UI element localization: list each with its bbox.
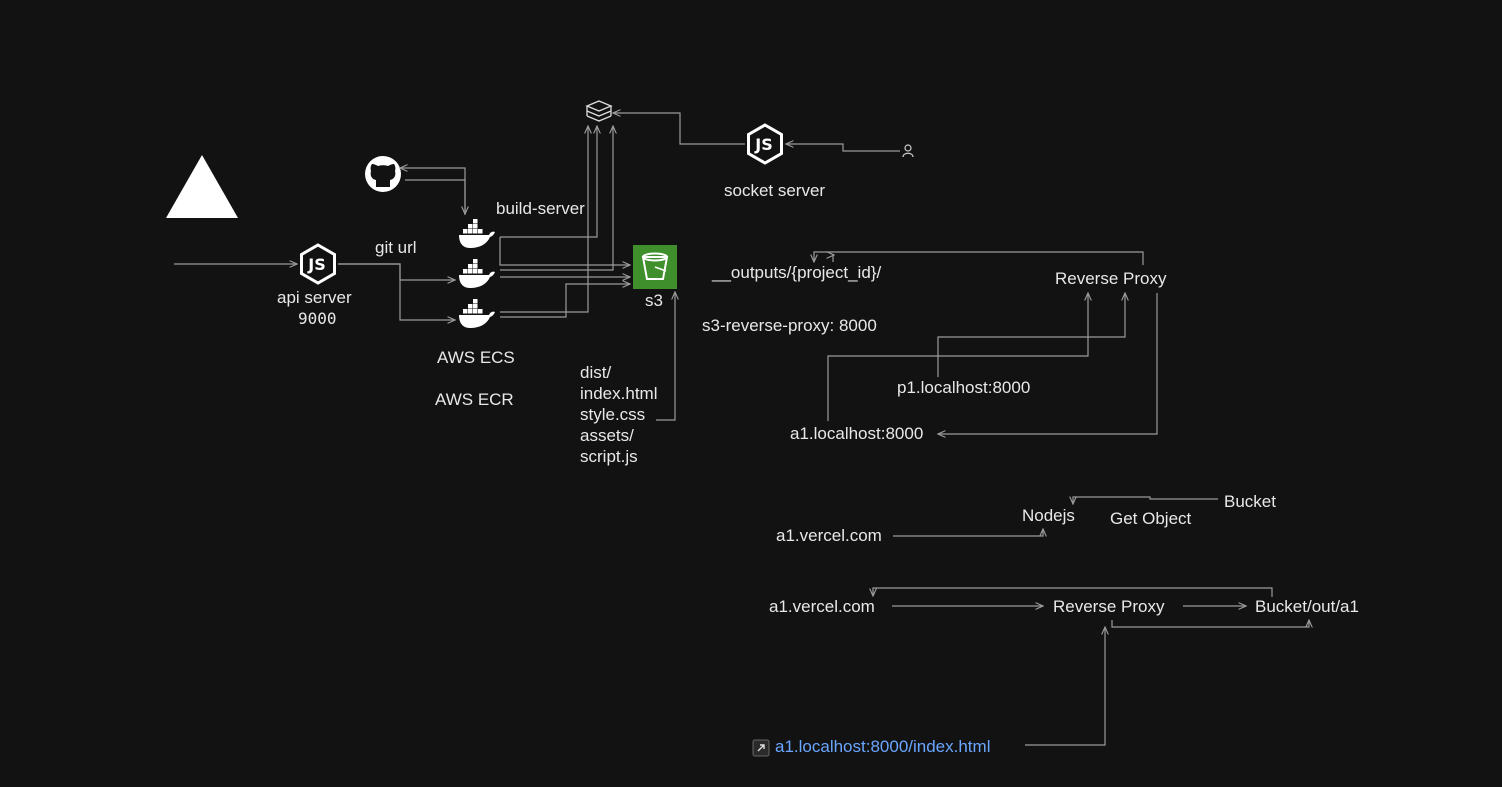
- edge-container1-s3: [499, 237, 630, 265]
- edge-container3-redis: [500, 126, 588, 313]
- aws-s3-icon: [633, 245, 677, 289]
- label-s3-reverse-proxy: s3-reverse-proxy: 8000: [702, 316, 877, 335]
- label-p1-localhost: p1.localhost:8000: [897, 378, 1030, 397]
- edge-api-container-1: [338, 263, 455, 280]
- file-item: script.js: [580, 447, 638, 466]
- vercel-triangle-icon: [166, 155, 238, 218]
- label-api-server: api server: [277, 288, 352, 307]
- edge-socket-redis: [613, 113, 745, 145]
- label-reverse-proxy-bottom: Reverse Proxy: [1053, 597, 1165, 616]
- edge-files-s3: [656, 292, 675, 421]
- label-a1-vercel-1: a1.vercel.com: [776, 526, 882, 545]
- edge-proxy-bucket-under: [1111, 620, 1309, 628]
- edge-link-proxy: [1025, 627, 1105, 746]
- edge-p1-proxy: [937, 293, 1125, 377]
- label-aws-ecr: AWS ECR: [435, 390, 514, 409]
- file-item: index.html: [580, 384, 657, 403]
- edge-outputs-top: [833, 255, 834, 262]
- redis-stack-icon: [585, 100, 613, 122]
- edge-a1-proxy: [827, 293, 1088, 421]
- edge-bucket-return: [873, 587, 1273, 597]
- label-nodejs: Nodejs: [1022, 506, 1075, 525]
- file-item: style.css: [580, 405, 645, 424]
- label-build-server: build-server: [496, 199, 585, 218]
- label-a1-localhost: a1.localhost:8000: [790, 424, 923, 443]
- docker-icon: [459, 259, 495, 288]
- edge-container3-s3: [500, 284, 630, 318]
- edge-api-container-2: [338, 263, 455, 320]
- edge-proxy-a1: [938, 293, 1158, 434]
- label-api-port: 9000: [298, 309, 337, 328]
- edge-container1-redis: [500, 126, 597, 238]
- file-item: dist/: [580, 363, 611, 382]
- label-socket-server: socket server: [724, 181, 825, 200]
- label-reverse-proxy-top: Reverse Proxy: [1055, 269, 1167, 288]
- label-bucket-out: Bucket/out/a1: [1255, 597, 1359, 616]
- edge-user-socket: [786, 144, 900, 152]
- label-a1-vercel-2: a1.vercel.com: [769, 597, 875, 616]
- user-icon: [902, 144, 914, 158]
- nodejs-icon: [747, 123, 783, 165]
- label-outputs-path: __outputs/{project_id}/: [711, 263, 881, 282]
- label-git-url: git url: [375, 238, 417, 257]
- edge-github-build: [405, 179, 465, 214]
- file-item: assets/: [580, 426, 634, 445]
- link-a1-localhost-index[interactable]: a1.localhost:8000/index.html: [775, 737, 990, 756]
- edge-build-github: [400, 168, 466, 215]
- label-aws-ecs: AWS ECS: [437, 348, 515, 367]
- label-s3: s3: [645, 291, 663, 310]
- edge-proxy-outputs: [814, 251, 1144, 265]
- external-link-icon[interactable]: [752, 739, 770, 757]
- label-get-object: Get Object: [1110, 509, 1192, 528]
- label-bucket: Bucket: [1224, 492, 1276, 511]
- github-icon: [365, 156, 401, 192]
- edge-vercel-nodejs: [893, 529, 1043, 537]
- nodejs-icon: [300, 243, 336, 285]
- edge-bucket-nodejs: [1073, 496, 1218, 504]
- edge-container2-redis: [500, 126, 613, 271]
- docker-icon: [459, 219, 495, 248]
- docker-icon: [459, 299, 495, 328]
